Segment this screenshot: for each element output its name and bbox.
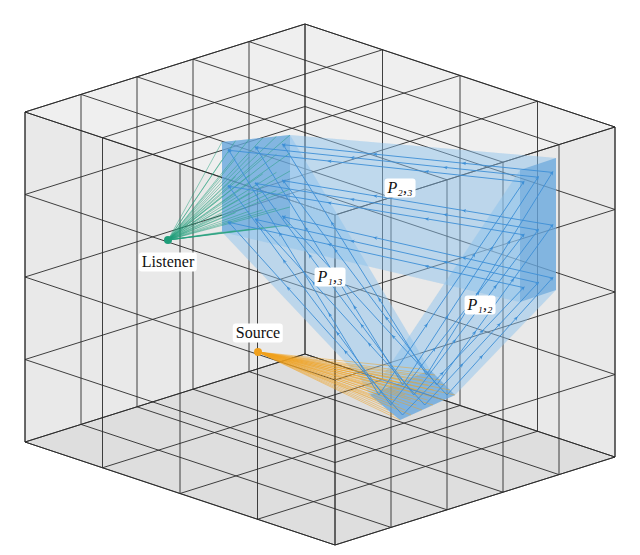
label: P₁,₃ bbox=[315, 267, 346, 286]
transfer-line bbox=[229, 222, 524, 287]
ray bbox=[168, 189, 290, 240]
transfer-line bbox=[283, 145, 552, 173]
ray bbox=[168, 210, 263, 240]
ray bbox=[258, 352, 439, 395]
grid-line bbox=[25, 24, 305, 112]
ray bbox=[258, 352, 428, 400]
transfer-line bbox=[447, 278, 552, 395]
grid-line bbox=[335, 457, 615, 545]
transfer-line bbox=[229, 150, 524, 182]
ray bbox=[168, 138, 263, 240]
label: Source bbox=[233, 323, 283, 342]
grid-line bbox=[25, 24, 305, 112]
ray bbox=[168, 171, 290, 240]
transfer-line bbox=[256, 184, 414, 396]
transfer-line bbox=[425, 283, 538, 405]
grid-line bbox=[103, 50, 383, 138]
ray bbox=[258, 352, 450, 390]
grid-line bbox=[258, 431, 538, 519]
ray bbox=[258, 352, 405, 410]
grid-line bbox=[25, 354, 305, 442]
ray bbox=[168, 172, 276, 240]
transfer-line bbox=[403, 177, 538, 385]
grid-line bbox=[335, 457, 615, 545]
point-marker bbox=[254, 348, 262, 356]
transfer-line bbox=[414, 230, 538, 395]
transfer-line bbox=[283, 145, 426, 375]
ray bbox=[258, 352, 444, 400]
transfer-line bbox=[256, 148, 403, 386]
transfer-line bbox=[283, 181, 552, 226]
label: P₁,₂ bbox=[465, 295, 496, 314]
transfer-line bbox=[256, 148, 538, 178]
transfer-line bbox=[229, 186, 391, 405]
ray bbox=[168, 225, 290, 240]
transfer-line bbox=[437, 225, 553, 385]
grid-line bbox=[25, 354, 305, 442]
grid-line bbox=[25, 360, 335, 463]
ray bbox=[168, 153, 290, 240]
transfer-line bbox=[403, 288, 524, 415]
ray bbox=[168, 207, 290, 240]
transfer-line bbox=[283, 181, 437, 385]
label: Listener bbox=[139, 252, 197, 271]
transfer-line bbox=[283, 217, 447, 395]
room-face bbox=[25, 112, 335, 545]
ray bbox=[168, 139, 249, 240]
grid-line bbox=[103, 380, 383, 468]
point-marker bbox=[164, 236, 172, 244]
transfer-line bbox=[256, 220, 538, 283]
grid-line bbox=[25, 272, 305, 360]
ray bbox=[168, 157, 249, 240]
grid-line bbox=[180, 406, 460, 494]
ray bbox=[168, 154, 276, 240]
ray bbox=[168, 211, 249, 240]
label: P₂,₃ bbox=[385, 178, 416, 197]
ray bbox=[258, 352, 445, 385]
transfer-line bbox=[379, 182, 524, 395]
transfer-line bbox=[229, 186, 524, 235]
